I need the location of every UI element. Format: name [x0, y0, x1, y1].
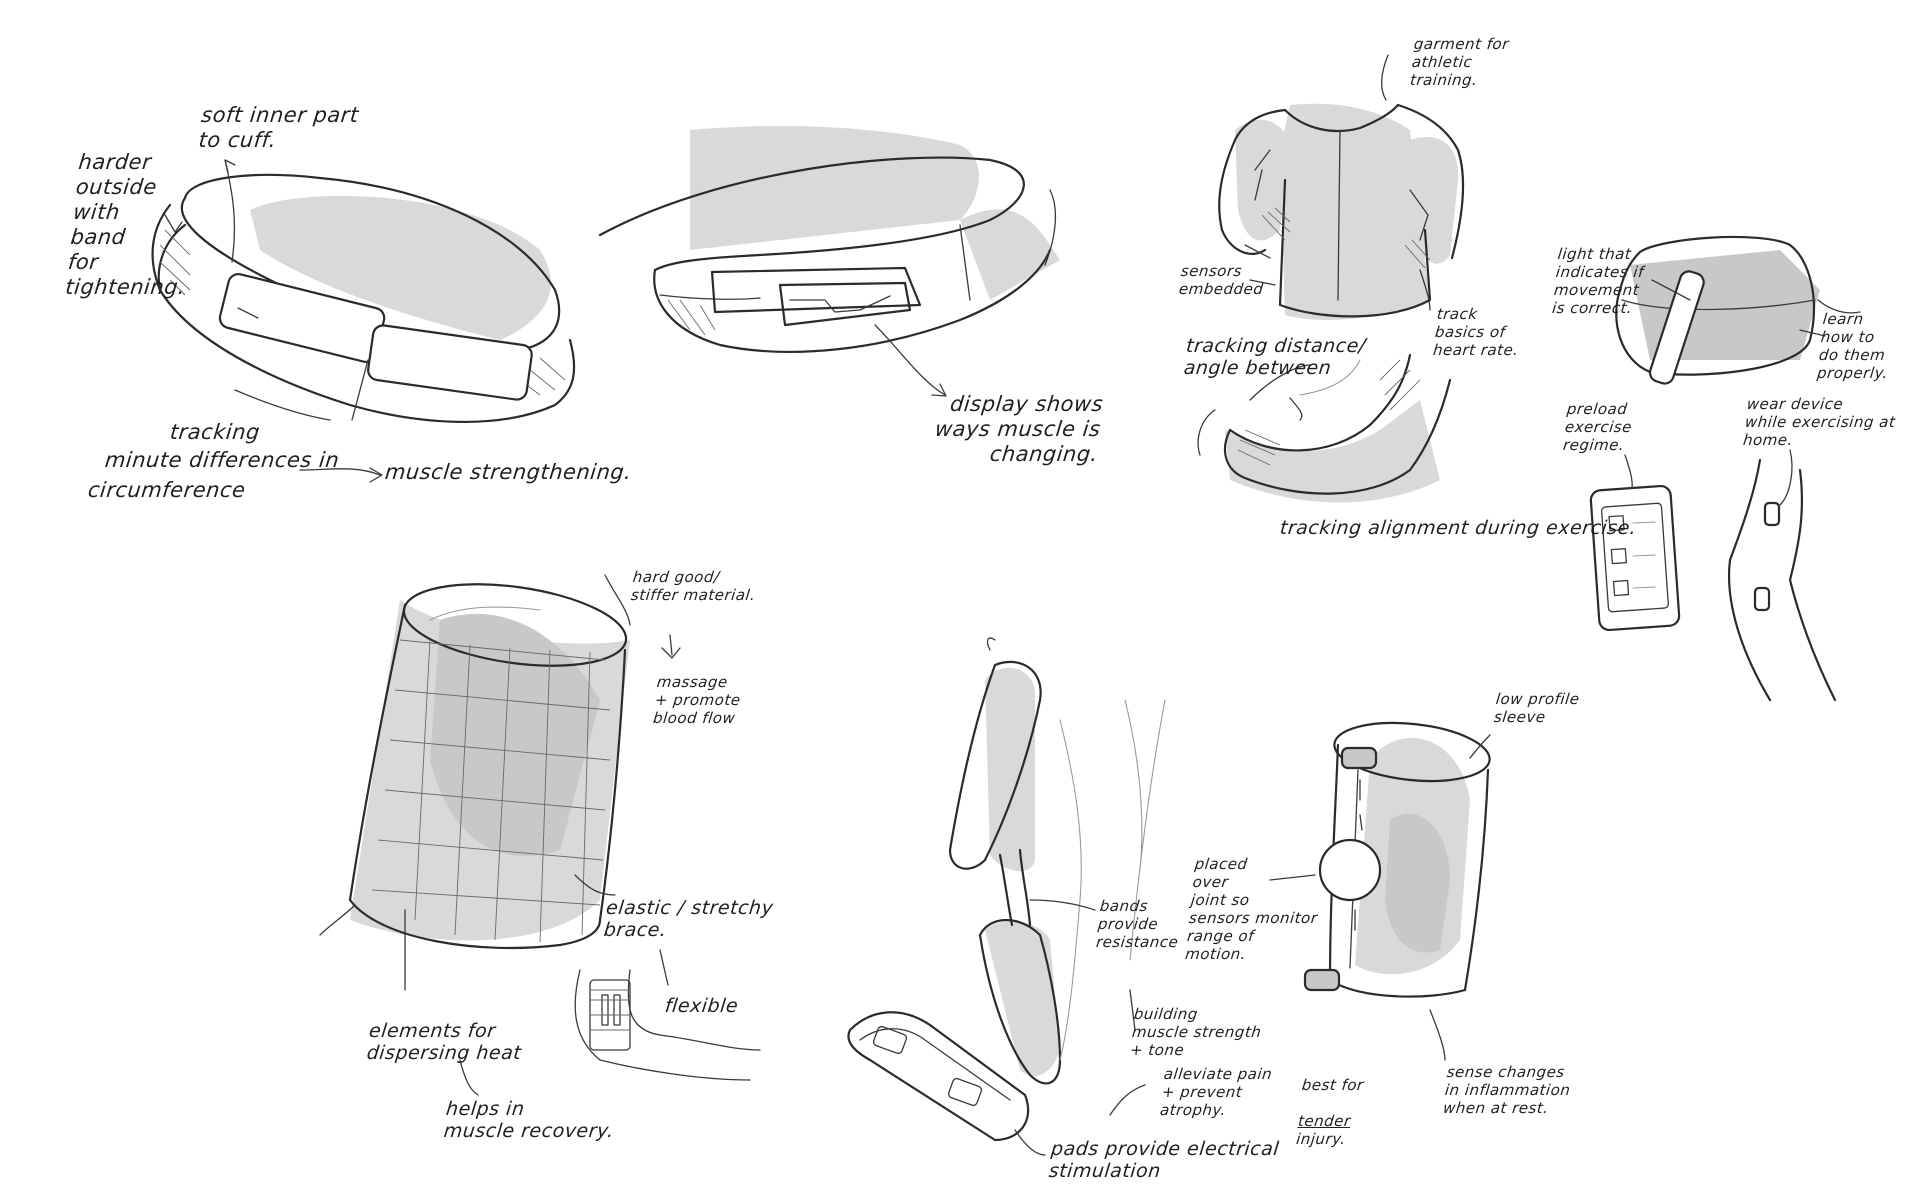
cuff-sketch — [151, 159, 576, 483]
alleviate-pain-note: alleviate pain + prevent atrophy. — [1159, 1065, 1274, 1119]
athletic-garment-sketch — [1218, 54, 1465, 320]
home-device-sketch — [1589, 235, 1861, 702]
elbow-sleeve-sketch — [1197, 353, 1452, 503]
elastic-brace-note: elastic / stretchy brace. — [602, 897, 775, 941]
tender-text: tender — [1297, 1112, 1352, 1130]
garment-note: garment for athletic training. — [1409, 35, 1510, 89]
display-shows-note: display shows ways muscle is changing. — [933, 392, 1105, 466]
minute-differences-note: minute differences in — [103, 448, 341, 472]
injury-text: injury. — [1295, 1130, 1347, 1148]
bands-resistance-note: bands provide resistance — [1095, 897, 1180, 951]
best-for-text: best for — [1300, 1076, 1365, 1094]
background-stroke — [1124, 699, 1143, 871]
light-indicates-note: light that indicates if movement is corr… — [1551, 245, 1645, 317]
learn-how-note: learn how to do them properly. — [1816, 310, 1890, 382]
helps-recovery-note: helps in muscle recovery. — [442, 1098, 616, 1142]
preload-note: preload exercise regime. — [1562, 400, 1633, 454]
hard-good-note: hard good/ stiffer material. — [630, 568, 757, 604]
sense-changes-note: sense changes in inflammation when at re… — [1442, 1063, 1572, 1117]
compression-sleeve-sketch — [319, 574, 761, 1096]
best-for-injury-note: best for tender injury. — [1295, 1058, 1366, 1148]
low-profile-note: low profile sleeve — [1493, 690, 1581, 726]
display-cuff-sketch — [598, 125, 1060, 397]
low-profile-sleeve-sketch — [1269, 721, 1491, 1061]
elements-heat-note: elements for dispersing heat — [365, 1020, 523, 1064]
pads-stimulation-note: pads provide electrical stimulation — [1047, 1138, 1281, 1182]
tracking-distance-note: tracking distance/ angle between — [1182, 335, 1367, 379]
flexible-note: flexible — [663, 995, 740, 1017]
tracking-note: tracking — [168, 420, 262, 444]
wear-device-note: wear device while exercising at home. — [1742, 395, 1897, 449]
sensors-embedded-note: sensors embedded — [1178, 262, 1265, 298]
muscle-strengthening-note: muscle strengthening. — [383, 460, 633, 484]
massage-note: massage + promote blood flow — [652, 673, 742, 727]
resistance-band-sketch — [847, 637, 1166, 1156]
track-basics-note: track basics of heart rate. — [1432, 305, 1520, 359]
tracking-alignment-note: tracking alignment during exercise. — [1278, 517, 1638, 539]
building-muscle-note: building muscle strength + tone — [1129, 1005, 1263, 1059]
harder-outside-note: harder outside with band for tightening. — [64, 150, 187, 299]
circumference-note: circumference — [86, 478, 247, 502]
soft-inner-part-note: soft inner part to cuff. — [197, 103, 360, 152]
placed-over-joint-note: placed over joint so sensors monitor ran… — [1184, 855, 1319, 963]
